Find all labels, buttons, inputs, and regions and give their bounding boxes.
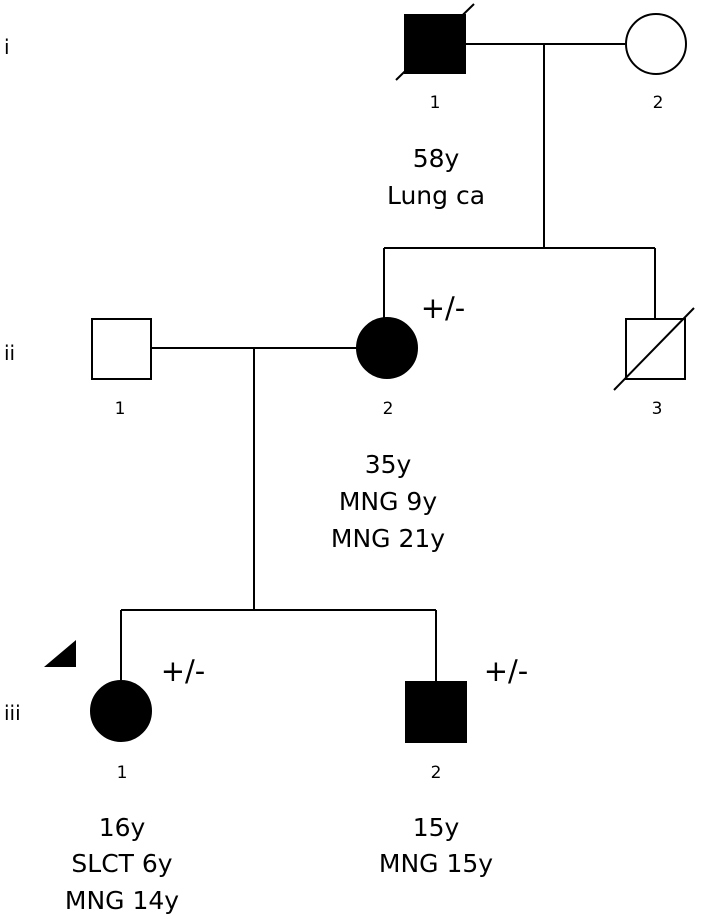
individual-number-iii2: 2 bbox=[431, 763, 442, 783]
note-i1-age: 58y bbox=[413, 144, 460, 173]
individual-number-i2: 2 bbox=[653, 93, 664, 113]
individual-number-i1: 1 bbox=[430, 93, 441, 113]
carrier-status-iii2: +/- bbox=[484, 654, 529, 688]
generation-label-ii: ii bbox=[4, 341, 15, 365]
individual-ii1-male-symbol bbox=[91, 318, 152, 380]
carrier-status-ii2: +/- bbox=[421, 291, 466, 325]
proband-arrow-icon bbox=[44, 640, 76, 667]
individual-ii2-affected-female-symbol bbox=[356, 317, 418, 379]
individual-number-ii1: 1 bbox=[115, 399, 126, 419]
deceased-slash-ii3 bbox=[613, 307, 695, 391]
carrier-status-iii1: +/- bbox=[161, 654, 206, 688]
note-iii2-diagnosis: MNG 15y bbox=[379, 849, 493, 878]
individual-iii2-affected-male-symbol bbox=[405, 681, 467, 743]
deceased-slash-i1 bbox=[395, 3, 475, 81]
note-iii1-diagnosis-2: MNG 14y bbox=[65, 886, 179, 915]
note-iii2-age: 15y bbox=[413, 813, 460, 842]
individual-number-ii3: 3 bbox=[652, 399, 663, 419]
note-i1-diagnosis: Lung ca bbox=[387, 181, 485, 210]
generation-label-iii: iii bbox=[4, 701, 21, 725]
individual-iii1-affected-female-symbol bbox=[90, 680, 152, 742]
note-iii1-diagnosis-1: SLCT 6y bbox=[71, 849, 172, 878]
note-ii2-age: 35y bbox=[365, 450, 412, 479]
generation-label-i: i bbox=[4, 35, 10, 59]
note-ii2-diagnosis-1: MNG 9y bbox=[339, 487, 437, 516]
pedigree-lines bbox=[120, 43, 656, 682]
individual-i1-affected-male-symbol bbox=[404, 14, 466, 74]
note-ii2-diagnosis-2: MNG 21y bbox=[331, 524, 445, 553]
individual-i2-female-symbol bbox=[625, 13, 687, 75]
individual-number-ii2: 2 bbox=[383, 399, 394, 419]
individual-number-iii1: 1 bbox=[117, 763, 128, 783]
note-iii1-age: 16y bbox=[99, 813, 146, 842]
